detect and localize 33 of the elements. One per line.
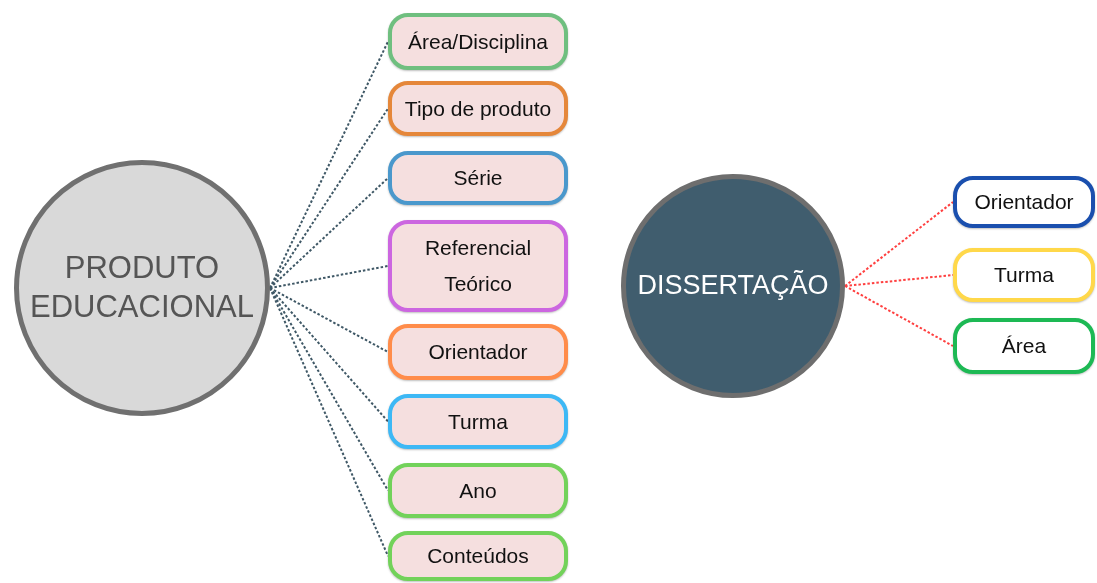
rounded-box	[388, 324, 568, 380]
dotted-connector	[844, 274, 954, 287]
node-label: Série	[453, 165, 503, 192]
dotted-connector	[269, 265, 389, 289]
node-label: Tipo de produto	[404, 95, 552, 122]
node-label: Orientador	[974, 189, 1074, 216]
dotted-connector	[269, 287, 389, 423]
node-label: PRODUTO EDUCACIONAL	[29, 249, 255, 326]
dotted-connector	[269, 107, 389, 289]
rounded-box	[388, 463, 568, 518]
rounded-box	[953, 248, 1095, 302]
dotted-connector	[844, 201, 954, 287]
node-label: Referencial Teórico	[423, 235, 533, 297]
dotted-connector	[269, 287, 389, 557]
rounded-box	[388, 531, 568, 581]
node-label: Ano	[459, 477, 497, 504]
rounded-box	[953, 318, 1095, 374]
dotted-connector	[269, 177, 389, 289]
rounded-box	[388, 220, 568, 312]
rounded-box	[953, 176, 1095, 228]
node-label: Área	[1001, 333, 1047, 360]
node-label: Turma	[994, 262, 1054, 289]
node-label: Conteúdos	[427, 543, 529, 570]
node-label: DISSERTAÇÃO	[637, 269, 829, 303]
node-label: Área/Disciplina	[407, 28, 549, 55]
dotted-connector	[269, 287, 389, 353]
node-label: Turma	[448, 408, 508, 435]
dotted-connector	[844, 285, 954, 347]
rounded-box	[388, 151, 568, 205]
rounded-box	[388, 394, 568, 449]
node-label: Orientador	[428, 339, 528, 366]
rounded-box	[388, 81, 568, 136]
rounded-box	[388, 13, 568, 70]
